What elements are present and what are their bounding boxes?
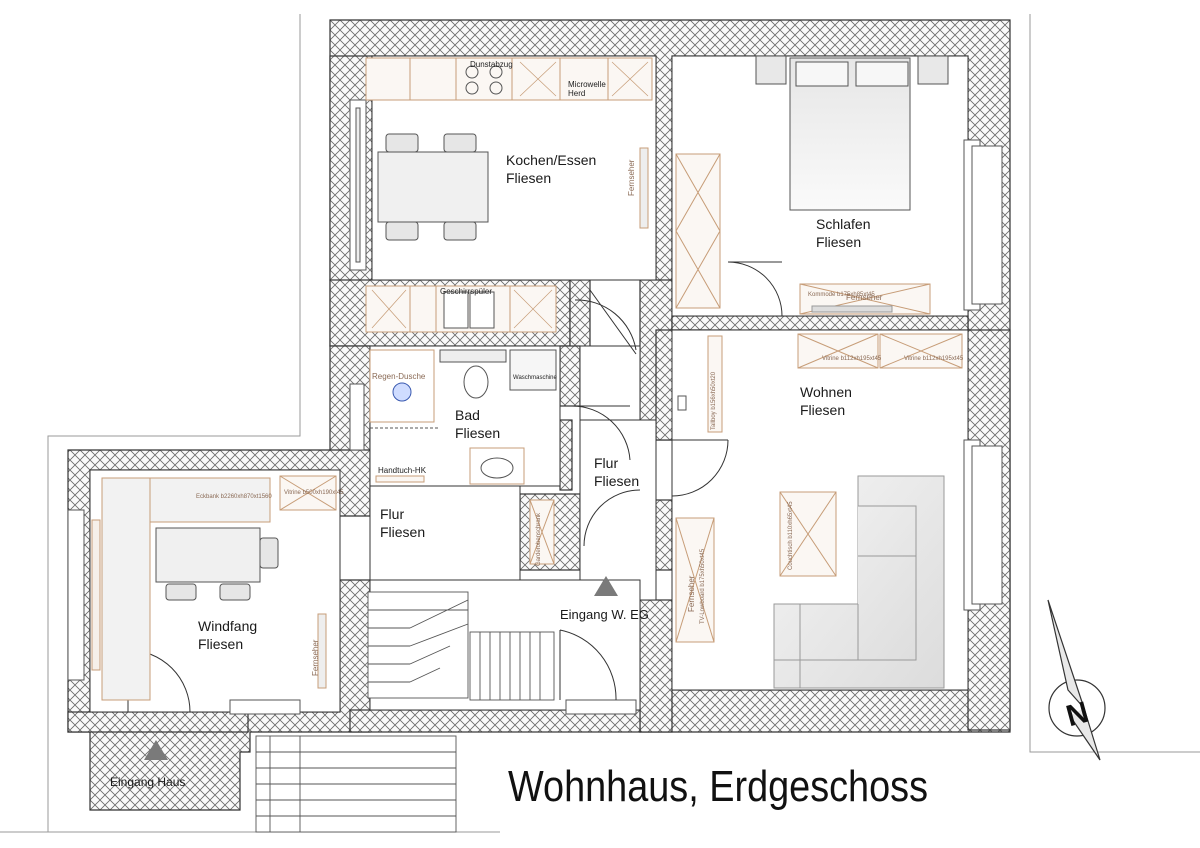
wardrobe-schlafen [675,153,721,309]
garderobe [529,499,555,565]
label-vitrine-windfang: Vitrine b500xh190xt45 [284,490,344,496]
label-garderobe: Garderobenschrank [536,512,542,566]
label-hood: Dunstabzug [470,60,513,69]
windows [67,99,1003,715]
room-bad-name: Bad [455,407,480,423]
kitchen-counter-top [365,57,653,101]
room-windfang-floor: Fliesen [198,636,244,652]
room-flur-left-floor: Fliesen [380,524,426,540]
room-windfang-name: Windfang [198,618,258,634]
kitchen-tv [639,147,649,229]
entrance-eg-label: Eingang W. EG [560,607,649,622]
label-tv-wohnen: Fernseher [687,575,696,612]
label-tv-kitchen: Fernseher [627,159,636,196]
label-kommode: Kommode b175xh85xt45 [808,292,875,298]
room-schlafen-floor: Fliesen [816,234,862,250]
room-flur-right-name: Flur [594,455,619,471]
couchtisch [779,491,837,577]
tallboy [707,335,723,433]
dining-table [377,133,489,241]
label-tallboy: Tallboy b156xh50xt20 [711,371,717,430]
windfang-tv [317,613,327,689]
room-schlafen-name: Schlafen [816,216,871,232]
windfang-table [155,527,279,601]
label-tv-windfang: Fernseher [311,639,320,676]
label-washer: Waschmaschine [513,375,557,381]
sofa [773,475,945,689]
room-kochen-name: Kochen/Essen [506,152,597,168]
label-shower: Regen-Dusche [372,372,426,381]
room-kochen-floor: Fliesen [506,170,552,186]
entrance-triangle-eg [594,576,618,596]
room-wohnen-name: Wohnen [800,384,852,400]
label-towel-heater: Handtuch-HK [378,466,427,475]
entrance-house-label: Eingang Haus [110,775,186,789]
kommode [799,283,931,315]
room-wohnen-floor: Fliesen [800,402,846,418]
label-vitrine-1: Vitrine b112xh195xt45 [822,356,882,362]
plan-title: Wohnhaus, Erdgeschoss [508,762,929,811]
room-flur-left-name: Flur [380,506,405,522]
label-stove: Herd [568,89,586,98]
wall-socket [677,395,687,411]
label-eckbank: Eckbank b2260xh870xt1560 [196,494,272,500]
bed [755,55,949,211]
room-bad-floor: Fliesen [455,425,501,441]
room-flur-right-floor: Fliesen [594,473,640,489]
label-dishwasher: Geschirrspüler [440,287,493,296]
entrance-triangle-house [144,740,168,760]
kitchen-counter-bottom [365,285,557,333]
compass: N [1047,599,1106,761]
label-lowboard: TV-Lowboard b175xh50xt45 [700,548,706,624]
label-couchtisch: Couchtisch b110xh65xt45 [788,501,794,570]
label-microwave: Microwelle [568,80,606,89]
label-vitrine-2: Vitrine b112xh195xt45 [904,356,964,362]
label-tv-schlafen: Fernseher [846,293,883,302]
stairs [255,591,555,833]
eckbank [101,477,271,701]
vitrine-windfang [279,475,337,511]
tv-lowboard [675,517,715,643]
bathroom-fixtures [369,349,557,485]
vitrines [797,333,963,369]
doors [127,261,783,713]
